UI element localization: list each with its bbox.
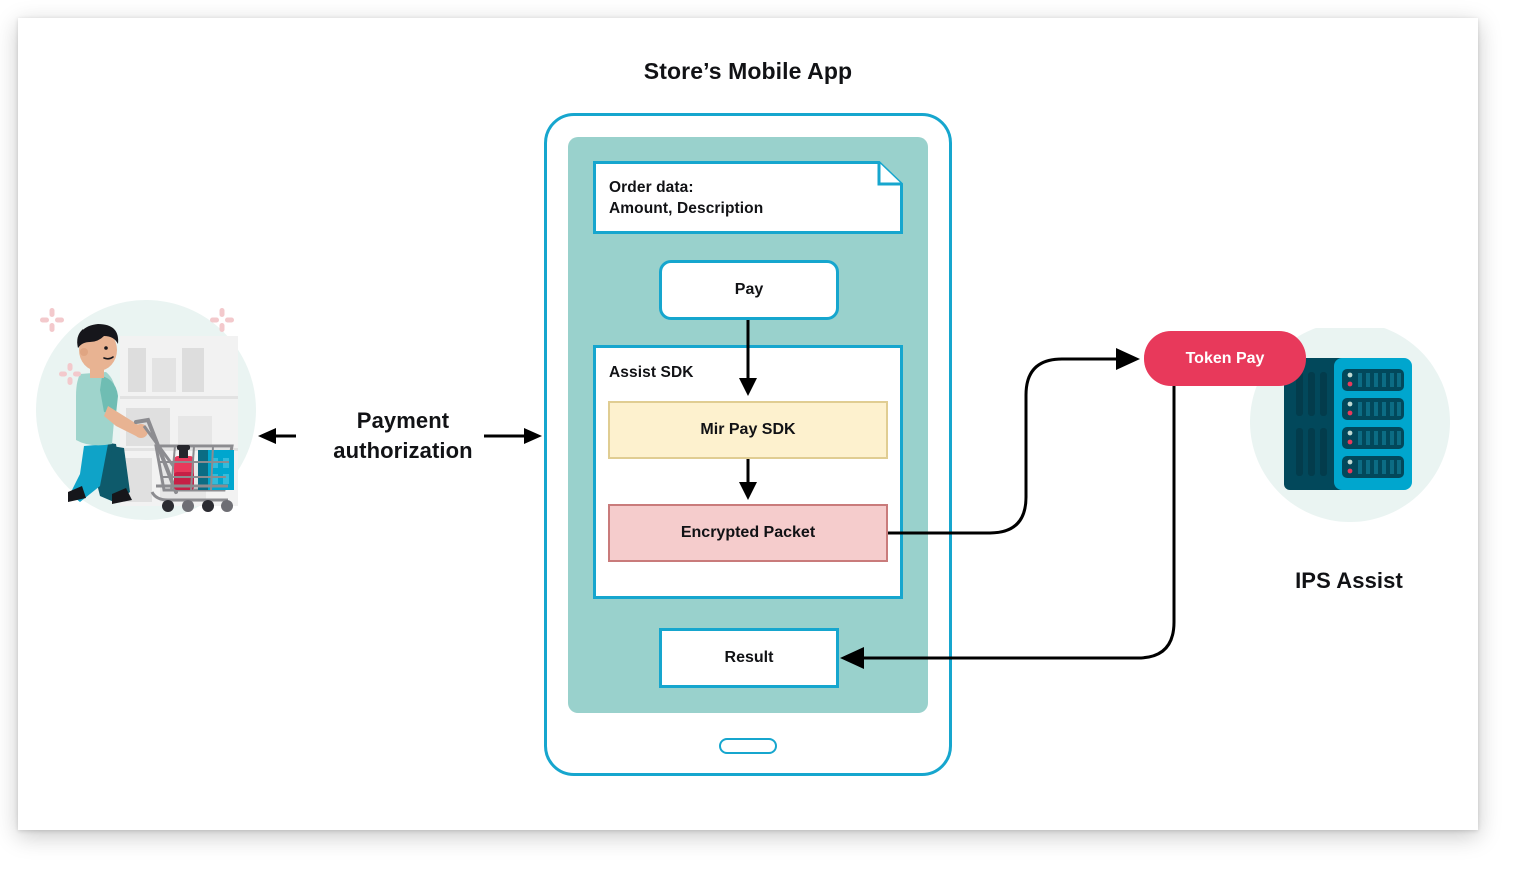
store-mobile-app-title: Store’s Mobile App bbox=[643, 58, 853, 84]
token-pay-badge[interactable]: Token Pay bbox=[1144, 331, 1306, 386]
assist-sdk-title: Assist SDK bbox=[609, 364, 694, 381]
order-data-text: Order data: Amount, Description bbox=[609, 179, 764, 217]
encrypted-packet-block[interactable]: Encrypted Packet bbox=[608, 504, 888, 562]
mir-pay-sdk-label: Mir Pay SDK bbox=[700, 421, 796, 438]
result-block[interactable]: Result bbox=[659, 628, 839, 688]
ips-assist-title: IPS Assist bbox=[1295, 568, 1403, 593]
pay-button[interactable]: Pay bbox=[659, 260, 839, 320]
payment-authorization-label: Payment authorization bbox=[333, 408, 473, 463]
order-data-document bbox=[593, 161, 903, 234]
sparkle-icon bbox=[40, 308, 234, 385]
result-label: Result bbox=[724, 649, 774, 666]
mir-pay-sdk-block[interactable]: Mir Pay SDK bbox=[608, 401, 888, 459]
home-indicator-icon bbox=[719, 738, 777, 754]
pay-button-label: Pay bbox=[734, 281, 764, 298]
encrypted-packet-label: Encrypted Packet bbox=[680, 524, 816, 541]
token-pay-label: Token Pay bbox=[1185, 349, 1265, 367]
shopper-with-cart-illustration bbox=[28, 296, 256, 524]
